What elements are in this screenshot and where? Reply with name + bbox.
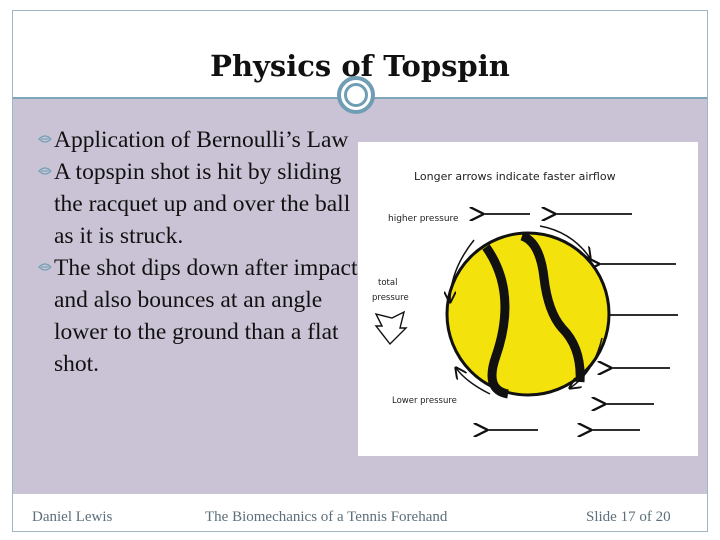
bullet-item: A topspin shot is hit by sliding the rac… — [38, 156, 358, 252]
total-pressure-label-line1: total — [378, 278, 397, 288]
spin-arrow-top-right — [539, 225, 590, 258]
bullet-icon — [38, 263, 52, 271]
circle-ornament-icon — [337, 76, 375, 114]
topspin-diagram: Longer arrows indicate faster airflow hi… — [372, 170, 678, 456]
footer-author: Daniel Lewis — [32, 509, 113, 525]
total-pressure-label-line2: pressure — [372, 293, 409, 303]
airflow-arrows — [482, 214, 678, 430]
higher-pressure-label: higher pressure — [388, 214, 459, 224]
bullet-text: A topspin shot is hit by sliding the rac… — [54, 159, 351, 249]
spin-arrow-right — [570, 337, 603, 388]
bullet-text: The shot dips down after impact and also… — [54, 255, 358, 377]
bullet-text: Application of Bernoulli’s Law — [54, 127, 349, 153]
bullet-list: Application of Bernoulli’s Law A topspin… — [38, 124, 358, 380]
figure-caption: Longer arrows indicate faster airflow — [414, 170, 616, 183]
bullet-icon — [38, 135, 52, 143]
total-pressure-arrow-icon — [374, 310, 408, 346]
bullet-icon — [38, 167, 52, 175]
spin-arrow-left — [450, 239, 475, 302]
footer-bar — [13, 494, 707, 531]
tennis-ball — [445, 231, 611, 399]
spin-arrows — [450, 225, 603, 395]
bullet-item: Application of Bernoulli’s Law — [38, 124, 358, 156]
slide-frame — [12, 10, 708, 532]
spin-arrow-bottom-left — [456, 368, 491, 395]
footer-presentation-title: The Biomechanics of a Tennis Forehand — [205, 509, 448, 525]
bullet-item: The shot dips down after impact and also… — [38, 252, 358, 380]
topspin-figure: Longer arrows indicate faster airflow hi… — [358, 142, 698, 456]
footer-slide-number: Slide 17 of 20 — [586, 509, 671, 525]
lower-pressure-label: Lower pressure — [392, 396, 457, 406]
